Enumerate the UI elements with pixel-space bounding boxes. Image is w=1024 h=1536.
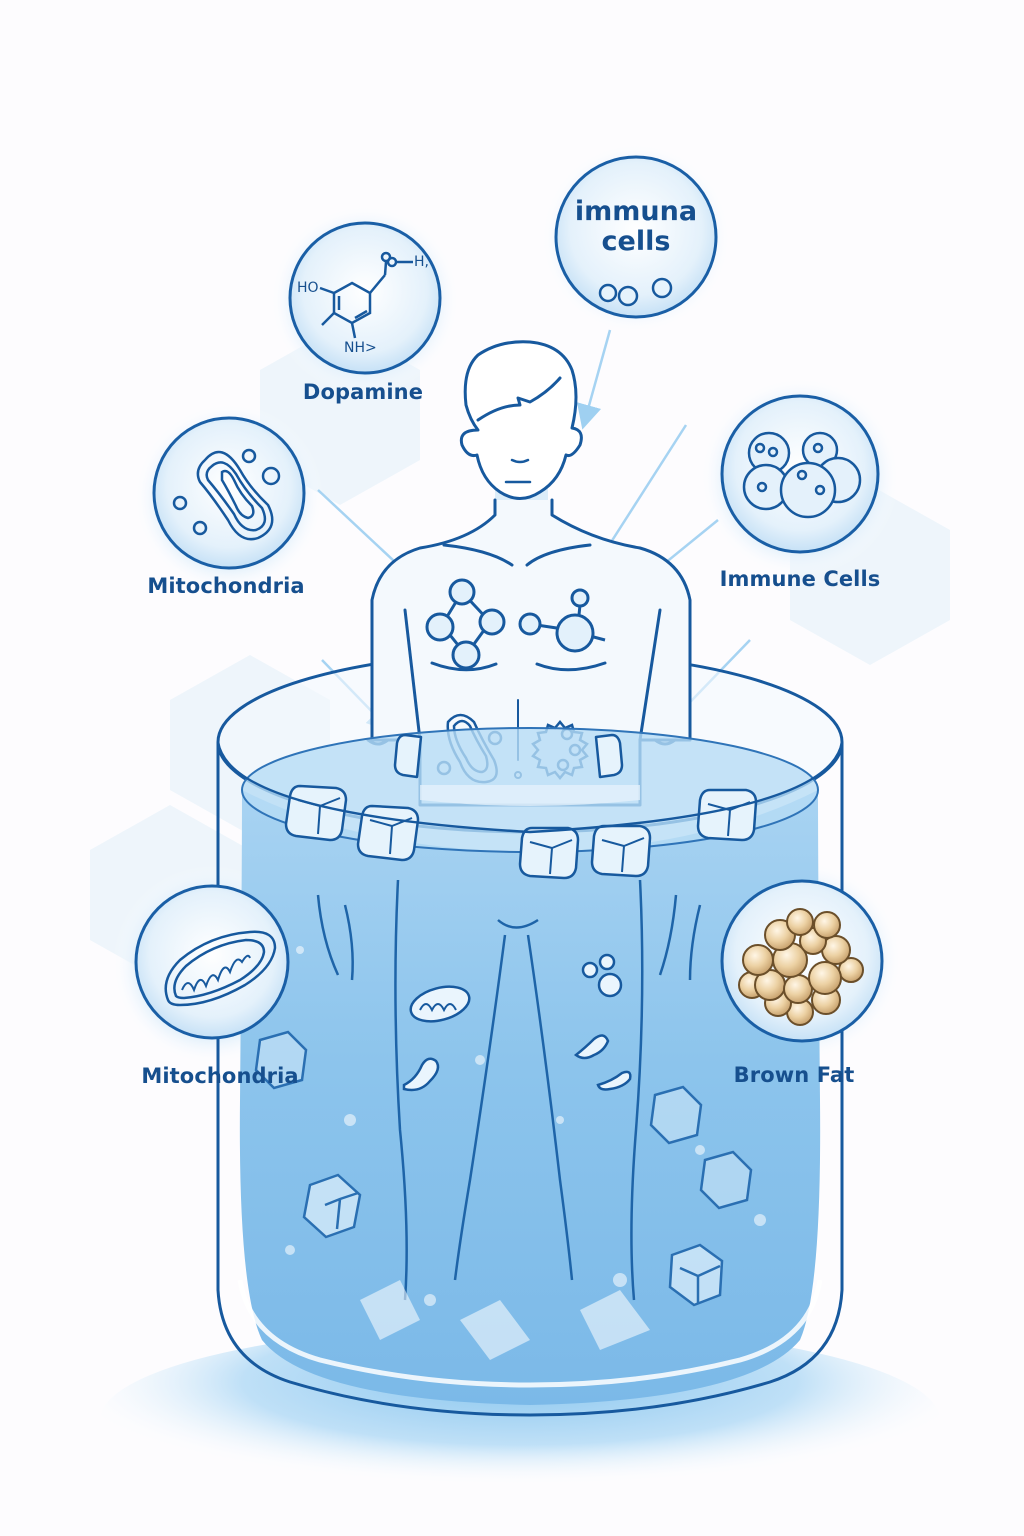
underwater-ice-cubes xyxy=(254,1030,753,1307)
ice-water xyxy=(239,790,821,1405)
cell-bubbles-icon xyxy=(598,277,673,307)
fat-cells-cluster-icon xyxy=(738,908,864,1026)
torso-molecule-diagrams xyxy=(425,578,606,670)
mitochondria-lower-label: Mitochondria xyxy=(141,1064,299,1088)
immuna-cells-line1: immuna xyxy=(574,196,698,227)
molecule-structure-icon xyxy=(319,251,413,339)
dopamine-label: Dopamine xyxy=(302,380,424,404)
underwater-cell-diagrams xyxy=(402,953,632,1092)
mitochondria-outline-icon xyxy=(172,448,281,541)
chem-label-h: H, xyxy=(414,254,429,270)
immune-cells-cluster-icon xyxy=(742,431,862,519)
mitochondria-upper-label: Mitochondria xyxy=(147,574,305,598)
callout-circles xyxy=(134,155,884,1043)
tub-outline xyxy=(216,741,844,1417)
immuna-cells-line2: cells xyxy=(601,226,671,257)
chem-label-ho: HO xyxy=(297,280,319,296)
floating-ice-cubes xyxy=(284,733,758,880)
mitochondria-cristae-icon xyxy=(164,930,277,1007)
chem-label-nh: NH> xyxy=(344,340,377,356)
immuna-cells-text: immuna cells xyxy=(575,197,697,257)
human-figure xyxy=(366,340,692,807)
immune-cells-label: Immune Cells xyxy=(719,567,881,591)
immuna-cells-circle xyxy=(554,155,718,319)
mitochondria-lower-circle xyxy=(134,884,290,1040)
submerged-legs xyxy=(316,879,702,1301)
dopamine-circle xyxy=(288,221,442,375)
brown-fat-label: Brown Fat xyxy=(733,1063,855,1087)
ice-speckles xyxy=(285,946,766,1360)
